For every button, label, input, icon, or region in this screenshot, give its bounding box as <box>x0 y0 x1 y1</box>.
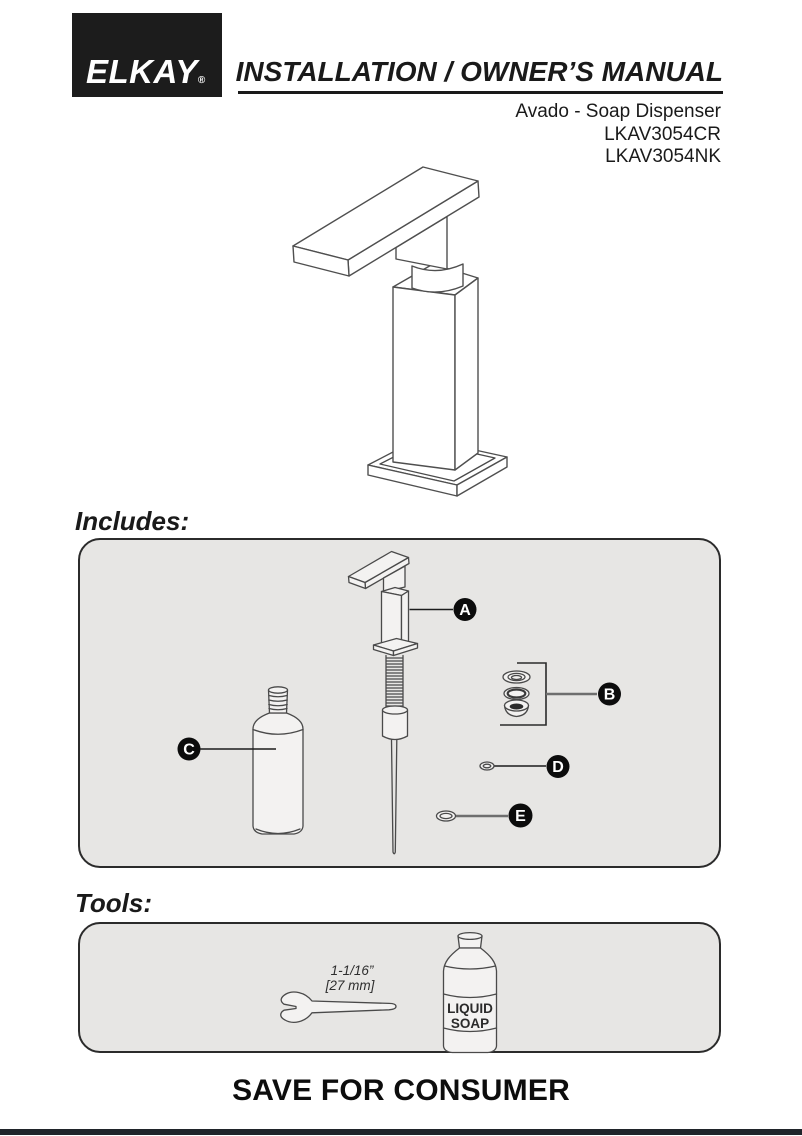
part-b-washers-nut <box>500 662 547 726</box>
save-for-consumer-notice: SAVE FOR CONSUMER <box>232 1074 570 1107</box>
model-number-cr: LKAV3054CR <box>604 123 721 145</box>
model-number-nk: LKAV3054NK <box>605 146 721 167</box>
suction-tube <box>390 739 398 855</box>
svg-text:B: B <box>604 687 616 704</box>
product-name: Avado - Soap Dispenser <box>515 101 721 122</box>
elkay-logo: ELKAY® <box>72 13 222 97</box>
part-badge-e: E <box>456 803 533 828</box>
title-underline <box>238 91 723 94</box>
part-badge-b: B <box>546 682 621 706</box>
part-badge-a: A <box>409 598 477 621</box>
registered-trademark-symbol: ® <box>197 75 206 86</box>
soap-bottle-label-line2: SOAP <box>451 1016 489 1031</box>
part-badge-d: D <box>494 755 570 778</box>
part-d-gasket <box>479 761 495 771</box>
dispenser-cylinder-joint <box>411 263 464 293</box>
wrench-size-inches: 1-1/16” <box>331 963 374 978</box>
part-a-pump-assembly <box>347 550 419 855</box>
bottle-neck-threads <box>268 694 288 711</box>
tools-diagram: 1-1/16” [27 mm] LIQUID SOAP <box>280 931 498 1054</box>
elkay-logo-text: ELKAY® <box>86 55 206 88</box>
svg-text:D: D <box>552 759 564 776</box>
logo-wordmark: ELKAY <box>86 53 198 90</box>
dispenser-spout-arm <box>292 166 480 277</box>
svg-text:C: C <box>183 742 195 759</box>
svg-text:E: E <box>515 808 526 825</box>
part-c-soap-bottle <box>252 686 304 835</box>
svg-text:A: A <box>459 602 471 619</box>
includes-heading: Includes: <box>75 506 190 536</box>
product-identification: Avado - Soap Dispenser LKAV3054CR LKAV30… <box>515 101 721 169</box>
soap-bottle-label-line1: LIQUID <box>447 1001 493 1016</box>
tools-heading: Tools: <box>75 888 153 918</box>
page-bottom-bar <box>0 1129 802 1135</box>
tools-box <box>78 922 721 1053</box>
wrench-size-mm: [27 mm] <box>325 978 376 993</box>
page-title: INSTALLATION / OWNER’S MANUAL <box>235 56 723 87</box>
part-badge-c: C <box>177 737 276 761</box>
dispenser-body-column <box>392 263 479 471</box>
threaded-shank <box>385 654 404 709</box>
liquid-soap-bottle-drawing: LIQUID SOAP <box>442 931 498 1054</box>
part-e-fitting <box>435 810 457 822</box>
includes-parts-diagram: A B <box>177 550 621 855</box>
soap-dispenser-product-drawing <box>292 166 508 497</box>
wrench-drawing <box>280 991 397 1023</box>
